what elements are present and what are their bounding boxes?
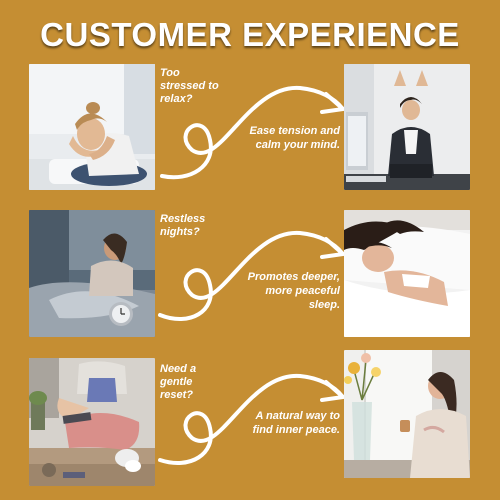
curved-arrow-2 <box>158 230 345 321</box>
journaling-woman-photo <box>29 358 155 486</box>
problem-text-2: Restless nights? <box>160 213 206 238</box>
stressed-woman-photo <box>29 64 155 190</box>
restless-woman-photo <box>29 210 155 337</box>
sleeping-woman-photo <box>344 210 470 337</box>
page-title: CUSTOMER EXPERIENCE <box>40 16 460 53</box>
curved-arrow-3 <box>158 373 345 466</box>
curved-arrow-1 <box>160 85 345 180</box>
problem-text-1: Too stressed to relax? <box>160 67 219 105</box>
solution-text-2: Promotes deeper, more peaceful sleep. <box>247 271 340 311</box>
solution-text-1: Ease tension and calm your mind. <box>249 125 340 151</box>
stretching-woman-photo <box>344 64 470 190</box>
problem-text-3: Need a gentle reset? <box>160 363 197 401</box>
window-woman-photo <box>344 350 470 478</box>
solution-text-3: A natural way to find inner peace. <box>252 410 340 436</box>
